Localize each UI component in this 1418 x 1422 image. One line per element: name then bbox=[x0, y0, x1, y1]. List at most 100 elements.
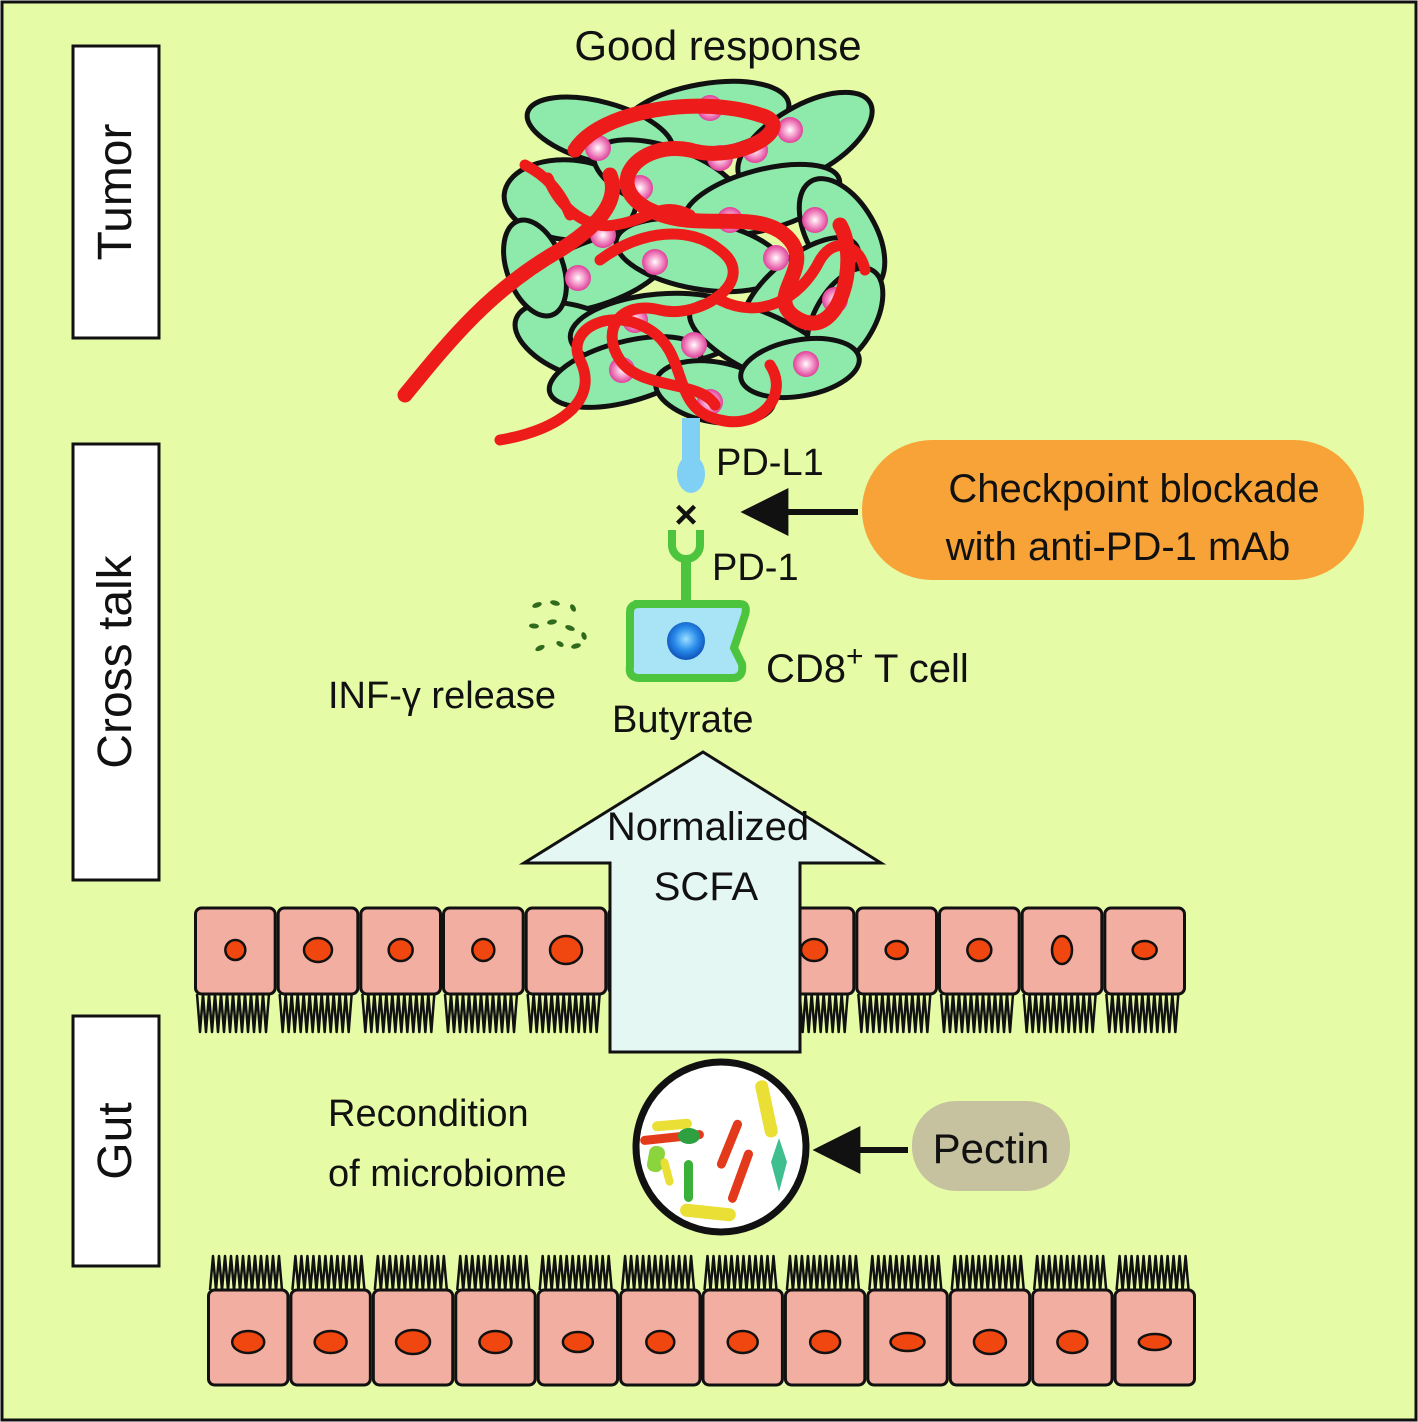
bacterium bbox=[660, 1158, 674, 1186]
t-cell-nucleus bbox=[667, 622, 705, 660]
epithelial-cell bbox=[866, 1254, 949, 1387]
epithelial-cell-nucleus bbox=[1056, 1329, 1089, 1355]
epithelial-cell bbox=[619, 1254, 702, 1387]
ifn-dot bbox=[581, 632, 587, 640]
epithelial-cell bbox=[938, 906, 1021, 1034]
epithelial-cell-nucleus bbox=[561, 1330, 595, 1354]
ifn-dot bbox=[556, 641, 564, 647]
bacterium bbox=[755, 1080, 778, 1138]
section-label-tumor: Tumor bbox=[71, 44, 161, 340]
cd8-t-cell bbox=[625, 600, 750, 682]
checkpoint-text-line2: with anti-PD-1 mAb bbox=[945, 525, 1291, 569]
tumor-cell-nucleus bbox=[565, 265, 591, 291]
epithelial-cell bbox=[1020, 906, 1104, 1034]
pectin-label: Pectin bbox=[933, 1125, 1050, 1172]
tumor-mass bbox=[397, 78, 888, 446]
ifn-dots bbox=[529, 600, 587, 652]
tumor-cell-nucleus bbox=[681, 332, 707, 358]
scfa-label-line2: SCFA bbox=[654, 865, 759, 909]
ifn-dot bbox=[565, 625, 575, 631]
section-box-gut bbox=[71, 1014, 161, 1268]
bacterium bbox=[716, 1119, 743, 1169]
checkpoint-pill bbox=[862, 440, 1364, 580]
epithelial-cell bbox=[442, 906, 525, 1034]
checkpoint-text-line1: Checkpoint blockade bbox=[948, 467, 1319, 511]
tumor-cell-nucleus bbox=[763, 245, 789, 271]
epithelial-cell-nucleus bbox=[313, 1329, 348, 1355]
epithelial-cell-nucleus bbox=[478, 1329, 513, 1355]
epithelial-cell-nucleus bbox=[302, 936, 334, 964]
epithelial-cell bbox=[783, 1254, 867, 1387]
ifn-dot bbox=[570, 604, 576, 612]
tumor-blood-vessel bbox=[494, 314, 782, 446]
epithelial-cell bbox=[289, 1254, 372, 1387]
ifn-dot bbox=[571, 643, 581, 649]
bacterium bbox=[684, 1160, 693, 1202]
epithelial-cell-nucleus bbox=[799, 937, 829, 963]
tumor-cell-nucleus bbox=[802, 207, 828, 233]
tumor-title: Good response bbox=[574, 22, 861, 69]
pdl1-head bbox=[677, 455, 705, 493]
scfa-arrow bbox=[518, 750, 887, 1054]
section-label-gut: Gut bbox=[71, 1014, 161, 1268]
ifn-label: INF-γ release bbox=[328, 675, 556, 717]
epithelial-cell-nucleus bbox=[1131, 939, 1158, 961]
epithelial-cell-nucleus bbox=[387, 937, 414, 963]
epithelial-cell bbox=[207, 1254, 290, 1387]
epithelial-cell-nucleus bbox=[966, 937, 993, 963]
tumor-blood-vessel bbox=[714, 240, 871, 314]
tumor-blood-vessel bbox=[397, 167, 621, 403]
scfa-label-line1: Normalized bbox=[607, 805, 809, 849]
epithelial-cell bbox=[1113, 1254, 1197, 1387]
pd1-stalk bbox=[681, 558, 691, 606]
ifn-dot bbox=[550, 600, 560, 606]
epithelial-cell-nucleus bbox=[1137, 1332, 1173, 1352]
epithelial-cell bbox=[1031, 1254, 1114, 1387]
epithelial-cell-nucleus bbox=[645, 1329, 676, 1355]
epithelial-cell-nucleus bbox=[394, 1328, 432, 1356]
ifn-dot bbox=[529, 623, 539, 629]
section-label-tumor-text: Tumor bbox=[89, 124, 142, 261]
bacterium bbox=[771, 1138, 787, 1192]
lower-epithelium bbox=[207, 1254, 1197, 1387]
epithelial-cell-nucleus bbox=[224, 938, 247, 962]
epithelial-cell-nucleus bbox=[972, 1328, 1008, 1356]
pd1-receptor bbox=[668, 530, 704, 606]
section-box-tumor bbox=[71, 44, 161, 340]
microbiome-label-line2: of microbiome bbox=[328, 1153, 567, 1195]
epithelial-cell bbox=[454, 1254, 537, 1387]
bacterium bbox=[727, 1149, 754, 1203]
bacterium bbox=[652, 1118, 692, 1132]
epithelial-cell-nucleus bbox=[889, 1331, 926, 1353]
epithelial-cell bbox=[194, 906, 277, 1034]
epithelial-cell-nucleus bbox=[548, 934, 584, 966]
epithelial-cell bbox=[855, 906, 938, 1034]
microbiome bbox=[632, 1058, 810, 1236]
section-label-cross-talk-text: Cross talk bbox=[89, 554, 142, 768]
epithelial-cell bbox=[701, 1254, 784, 1387]
epithelial-cell bbox=[276, 906, 360, 1034]
tcell-label-main: CD8 bbox=[766, 647, 846, 691]
tcell-label-sup: + bbox=[846, 640, 864, 673]
epithelial-cell bbox=[536, 1254, 620, 1387]
pdl1-stalk bbox=[682, 418, 700, 466]
pd1-label: PD-1 bbox=[712, 547, 799, 589]
pdl1-ligand bbox=[677, 418, 705, 493]
epithelial-cell-nucleus bbox=[471, 937, 496, 963]
pdl1-label: PD-L1 bbox=[716, 442, 824, 484]
section-label-cross-talk: Cross talk bbox=[71, 442, 161, 882]
tumor-blood-vessel bbox=[594, 228, 739, 411]
butyrate-label: Butyrate bbox=[612, 699, 754, 741]
epithelial-cell bbox=[359, 906, 443, 1034]
epithelial-cell-nucleus bbox=[1050, 934, 1074, 966]
ifn-dot bbox=[535, 644, 545, 652]
bacterium bbox=[678, 1128, 700, 1144]
microbiome-label-line1: Recondition bbox=[328, 1093, 529, 1135]
tumor-cell-nucleus bbox=[793, 351, 819, 377]
ifn-dot bbox=[547, 619, 557, 625]
ifn-dot bbox=[532, 602, 542, 608]
bacterium bbox=[646, 1145, 666, 1173]
pectin-pill bbox=[912, 1101, 1070, 1191]
